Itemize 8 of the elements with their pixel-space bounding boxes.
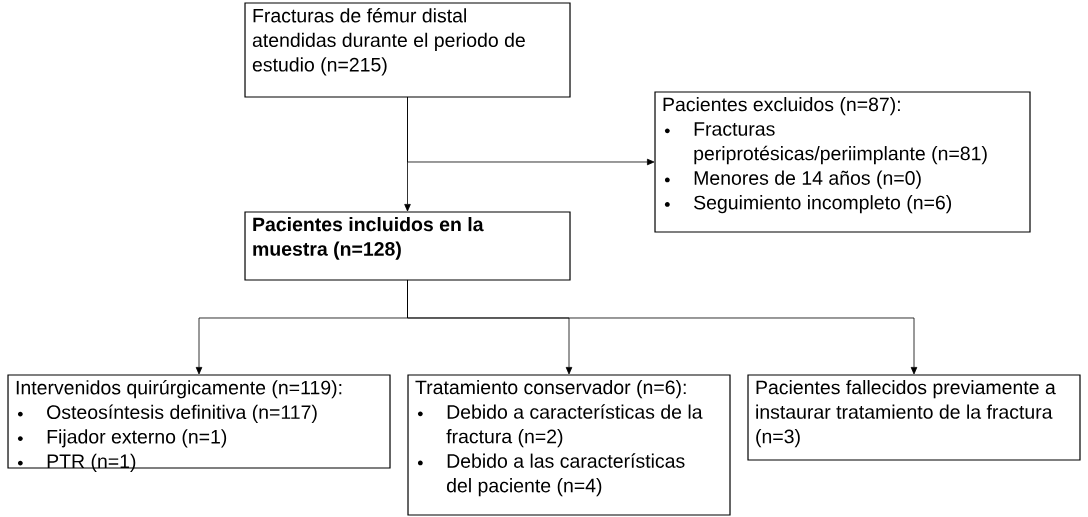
process-box: Tratamiento conservador (n=6): Debido a características de la fractura (n=2) Debido a las características del paciente (n=4) <box>407 374 731 516</box>
process-box: Pacientes incluidos en la muestra (n=128) <box>244 211 571 281</box>
process-box: Pacientes fallecidos previamente a instaurar tratamiento de la fractura (n=3) <box>747 374 1081 461</box>
arrow <box>407 279 918 375</box>
process-box: Pacientes excluidos (n=87): Fracturas periprotésicas/periimplante (n=81) Menores de 14 años (n=0) Seguimiento incompleto (n=6) <box>654 91 1031 233</box>
process-box: Fracturas de fémur distal atendidas durante el periodo de estudio (n=215) <box>244 2 571 98</box>
arrow <box>407 96 655 166</box>
process-box: Intervenidos quirúrgicamente (n=119): Osteosíntesis definitiva (n=117) Fijador externo (n=1) PTR (n=1) <box>7 374 391 472</box>
